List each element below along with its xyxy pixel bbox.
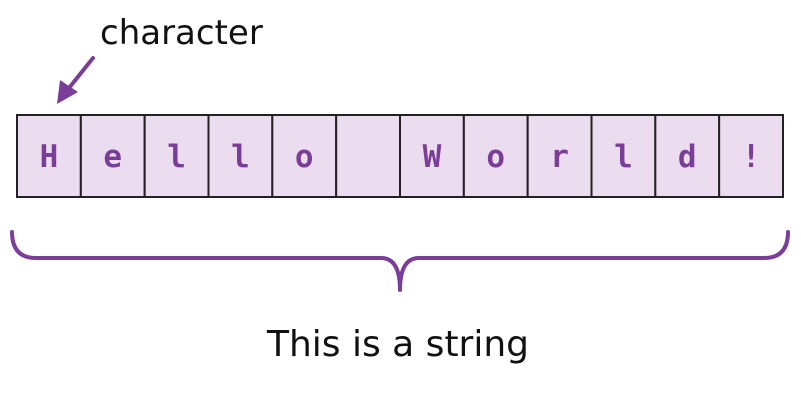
char-cell: o [271, 114, 338, 198]
char-cell-box [526, 114, 593, 198]
char-cell [335, 114, 401, 198]
char-cell-box [207, 114, 274, 198]
char-cell: d [654, 114, 721, 198]
char-cell-text: o [295, 139, 314, 175]
char-cell: l [207, 114, 274, 198]
char-cell-text: ! [742, 139, 761, 175]
string-label: This is a string [266, 324, 529, 365]
char-cell-box [718, 114, 785, 198]
char-cell: H [16, 114, 82, 198]
char-cell-box [335, 114, 401, 198]
char-cell: e [79, 114, 146, 198]
char-cell: o [462, 114, 529, 198]
char-cell: W [399, 114, 465, 198]
char-cell-box [399, 114, 465, 198]
char-cell-box [654, 114, 721, 198]
char-cell-text: l [614, 139, 633, 175]
char-cell: l [143, 114, 210, 198]
char-cell-text: e [103, 139, 122, 175]
char-cell: r [526, 114, 593, 198]
char-cell-text: H [40, 139, 59, 175]
char-cell-text: o [486, 139, 505, 175]
char-cell: ! [718, 114, 785, 198]
char-cell-text: d [678, 139, 697, 175]
char-cell-box [143, 114, 210, 198]
arrow-down-left-icon [57, 56, 95, 104]
char-cell-box [462, 114, 529, 198]
char-cell-text: r [550, 139, 569, 175]
char-cell-text: W [423, 139, 442, 175]
character-label: character [100, 13, 263, 53]
char-cell: l [590, 114, 657, 198]
char-cell-box [590, 114, 657, 198]
char-cell-text: l [167, 139, 186, 175]
curly-brace-icon [10, 230, 790, 292]
char-cell-text: l [231, 139, 250, 175]
